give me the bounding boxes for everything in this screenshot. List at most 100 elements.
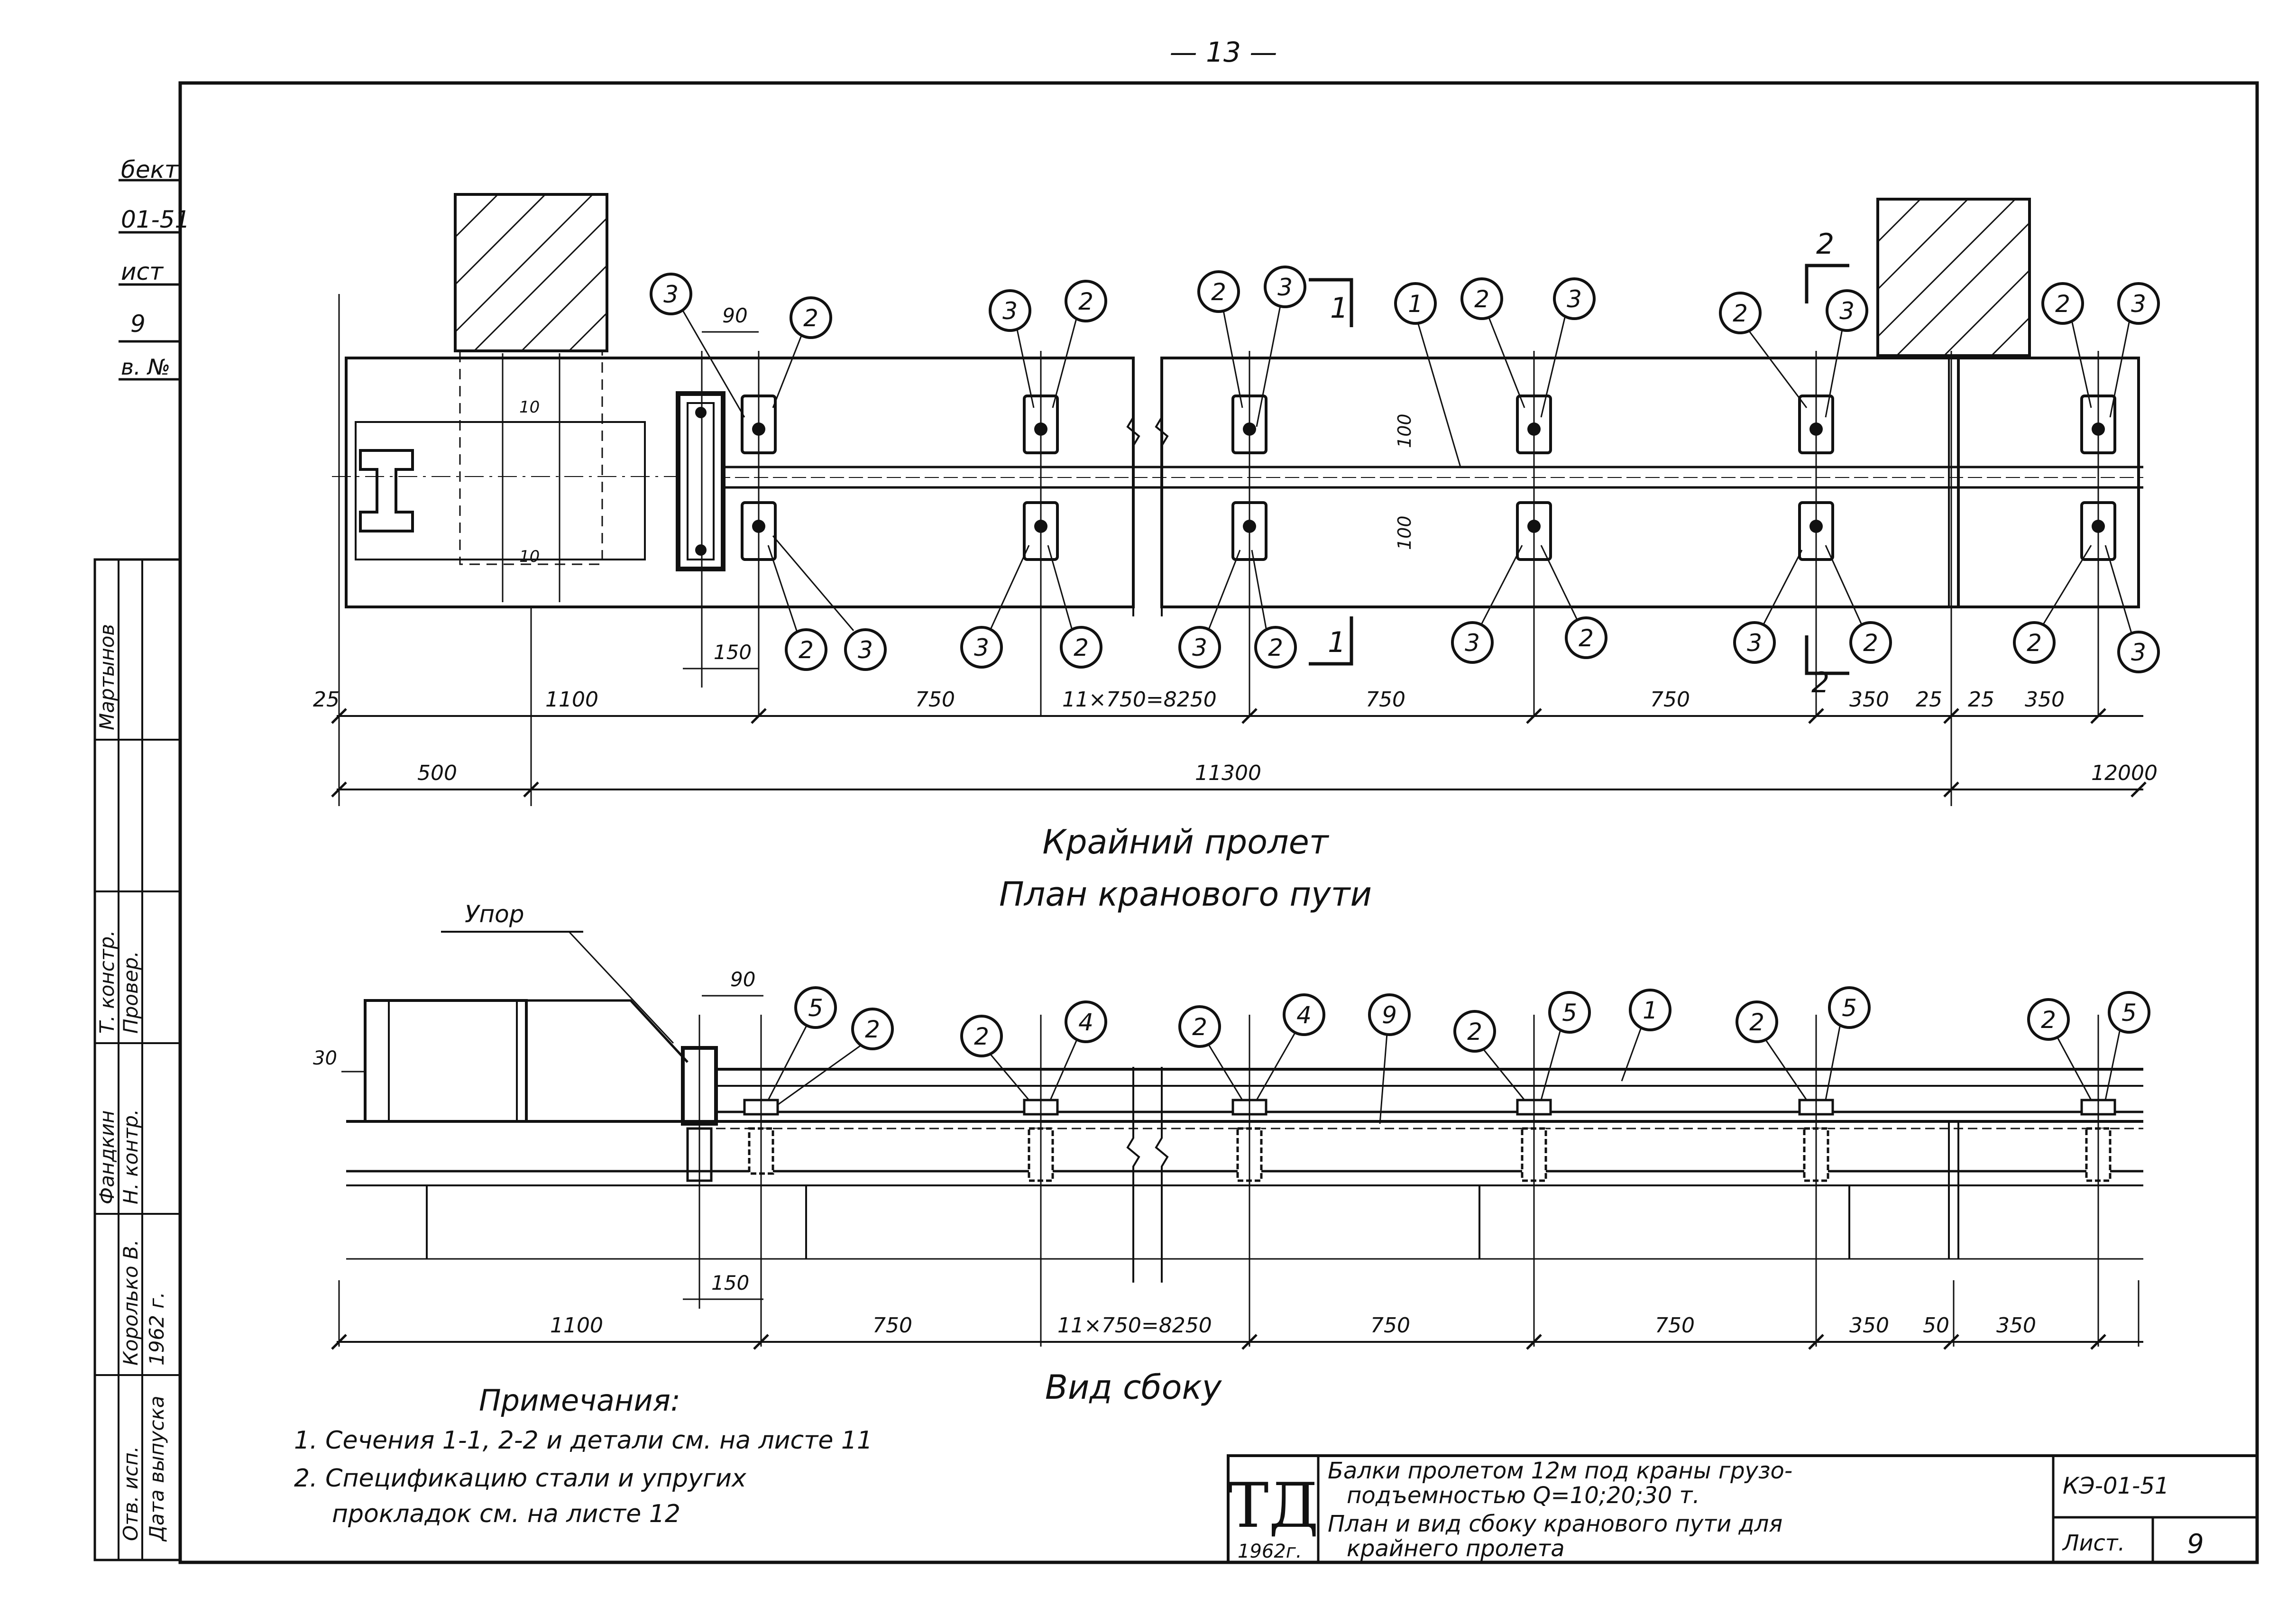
svg-text:3: 3: [1002, 297, 1018, 325]
svg-text:3: 3: [1567, 285, 1582, 313]
plan-callouts-bottom: 2 3 3 2 3 2 1 3 2 3: [767, 535, 2160, 699]
strip-fragment-4: 9: [130, 310, 146, 338]
name-3: Фандкин: [95, 1110, 119, 1204]
name-4: Королько В.: [119, 1239, 142, 1366]
title-line-4: крайнего пролета: [1347, 1535, 1565, 1562]
svg-text:2: 2: [1268, 634, 1283, 661]
plan-callouts-top: 3 2 3 2 2 3 1 1 2 3: [650, 228, 2160, 468]
title-line-2: подъемностью Q=10;20;30 т.: [1347, 1482, 1700, 1509]
svg-text:2: 2: [2041, 1006, 2056, 1034]
dim-top-2: 750: [915, 688, 955, 712]
svg-text:2: 2: [1211, 278, 1226, 306]
page-number: — 13 —: [1170, 36, 1277, 68]
svg-text:100: 100: [1394, 515, 1415, 550]
dim-top-9: 350: [2025, 688, 2065, 712]
svg-text:2: 2: [1863, 629, 1878, 657]
role-3: Н. контр.: [119, 1109, 142, 1204]
notes: Примечания: 1. Сечения 1-1, 2-2 и детали…: [294, 1383, 872, 1528]
dim-bottom-0: 500: [417, 761, 457, 785]
side-view: Упор 30: [313, 900, 2150, 1407]
strip-date: 1962 г.: [145, 1292, 168, 1366]
svg-text:5: 5: [2122, 999, 2137, 1027]
svg-text:2: 2: [1749, 1009, 1764, 1036]
svg-text:2: 2: [2027, 629, 2042, 657]
role-2: Провер.: [119, 951, 142, 1034]
section-mark-2-top: 2: [1816, 228, 1834, 261]
svg-text:100: 100: [1394, 413, 1415, 448]
note-2-cont: прокладок см. на листе 12: [332, 1500, 680, 1528]
svg-text:2: 2: [974, 1023, 989, 1050]
name-1: Мартынов: [95, 624, 119, 730]
svg-text:2: 2: [1192, 1013, 1207, 1041]
dim-150-plan: 150: [714, 641, 752, 664]
strip-fragment-1: бект: [121, 156, 179, 184]
document-code: КЭ-01-51: [2063, 1473, 2169, 1499]
svg-text:2: 2: [2055, 290, 2070, 318]
strip-fragment-5: в. №: [121, 354, 170, 380]
svg-text:3: 3: [663, 281, 679, 308]
note-2: 2. Спецификацию стали и упругих: [294, 1464, 747, 1493]
svg-text:4: 4: [1296, 1001, 1312, 1029]
plan-title-1: Крайний пролет: [1042, 823, 1329, 862]
svg-text:1: 1: [1643, 997, 1658, 1024]
title-block: ТД 1962г. Балки пролетом 12м под краны г…: [1227, 1454, 2259, 1564]
dim-top-8: 25: [1968, 688, 1994, 712]
side-dim-1: 750: [872, 1313, 912, 1338]
side-dim-4: 750: [1655, 1313, 1695, 1338]
dim-90-plan: 90: [722, 304, 747, 327]
role-4: Отв. исп.: [119, 1446, 142, 1541]
svg-text:1: 1: [1408, 290, 1423, 318]
svg-text:2: 2: [865, 1016, 880, 1043]
title-year: 1962г.: [1238, 1541, 1302, 1562]
dim-top-3: 11×750=8250: [1062, 688, 1217, 712]
svg-text:3: 3: [858, 636, 873, 664]
sheet-label: Лист.: [2062, 1530, 2125, 1556]
left-strip: бект 01-51 ист 9 в. № Т. констр. Провер.…: [93, 156, 190, 1561]
dim-top-5: 750: [1650, 688, 1690, 712]
dim-top-6: 350: [1849, 688, 1889, 712]
stop-label: Упор: [465, 900, 524, 928]
plan-view: 3 2 3 2 2 3 1 1 2 3: [313, 193, 2160, 914]
svg-text:9: 9: [1382, 1001, 1397, 1029]
side-title: Вид сбоку: [1045, 1368, 1222, 1407]
svg-text:2: 2: [1074, 634, 1089, 661]
svg-text:2: 2: [799, 636, 814, 664]
svg-text:3: 3: [2131, 639, 2146, 666]
title-line-1: Балки пролетом 12м под краны грузо-: [1328, 1458, 1792, 1484]
dim-150-side: 150: [711, 1271, 749, 1294]
section-mark-1-top: 1: [1330, 292, 1348, 325]
svg-text:2: 2: [1579, 624, 1594, 652]
svg-text:3: 3: [2131, 290, 2146, 318]
dim-90-side: 90: [730, 968, 755, 991]
notes-heading: Примечания:: [479, 1383, 680, 1418]
side-dim-5: 350: [1849, 1313, 1889, 1338]
svg-text:2: 2: [803, 304, 818, 332]
logo-mark: ТД: [1228, 1469, 1319, 1541]
svg-text:10: 10: [519, 398, 540, 417]
svg-text:3: 3: [1747, 629, 1762, 657]
svg-text:10: 10: [519, 547, 540, 566]
svg-text:4: 4: [1078, 1009, 1093, 1036]
svg-text:3: 3: [1465, 629, 1480, 657]
svg-text:3: 3: [974, 634, 989, 661]
strip-fragment-3: ист: [121, 258, 164, 285]
side-callouts: 5 2 2 4 2 4 9 2 5 1 2 5 2 5: [767, 986, 2150, 1124]
section-mark-1-bottom: 1: [1328, 626, 1346, 659]
svg-text:3: 3: [1192, 634, 1207, 661]
title-line-3: План и вид сбоку кранового пути для: [1328, 1511, 1782, 1537]
svg-text:2: 2: [1078, 288, 1093, 315]
note-1: 1. Сечения 1-1, 2-2 и детали см. на лист…: [294, 1426, 872, 1455]
role-1: Т. констр.: [95, 930, 119, 1034]
svg-text:2: 2: [1474, 285, 1489, 313]
plan-title-2: План кранового пути: [999, 875, 1372, 914]
dim-bottom-2: 12000: [2091, 761, 2158, 785]
dim-top-1: 1100: [545, 688, 598, 712]
strip-fragment-2: 01-51: [121, 206, 190, 233]
dim-top-4: 750: [1366, 688, 1405, 712]
side-dim-0: 1100: [550, 1313, 603, 1338]
svg-text:3: 3: [1277, 274, 1293, 301]
svg-text:3: 3: [1839, 297, 1855, 325]
svg-text:2: 2: [1733, 300, 1748, 327]
svg-text:5: 5: [808, 994, 823, 1022]
